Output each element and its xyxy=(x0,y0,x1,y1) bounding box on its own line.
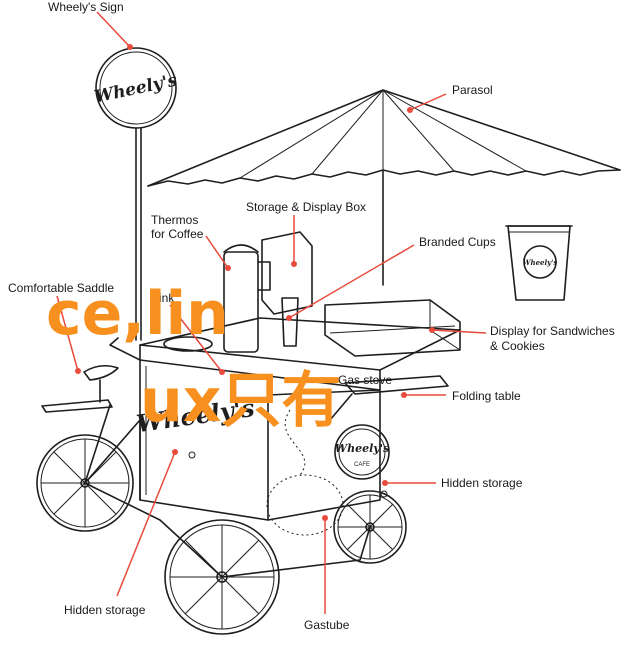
labels: Wheely's Sign Parasol Storage & Display … xyxy=(8,0,615,632)
label-display-line1: Display for Sandwiches xyxy=(490,324,615,338)
watermark-line2: ux只有 xyxy=(140,366,341,436)
label-storage-display-box: Storage & Display Box xyxy=(246,200,366,214)
parasol-illustration xyxy=(147,89,621,286)
label-branded-cups: Branded Cups xyxy=(419,235,496,249)
label-folding-table: Folding table xyxy=(452,389,521,403)
saddle-illustration xyxy=(41,364,119,413)
label-hidden-storage-left: Hidden storage xyxy=(64,603,146,617)
cart-illustration: Wheely's Wheely's CAFE xyxy=(109,231,461,536)
sign-logo: Wheely's xyxy=(93,70,180,107)
cup-logo: Wheely's xyxy=(523,258,558,267)
label-sink: Sink xyxy=(151,291,175,305)
label-comfortable-saddle: Comfortable Saddle xyxy=(8,281,114,295)
label-gas-stove: Gas stove xyxy=(338,373,392,387)
label-hidden-storage-right: Hidden storage xyxy=(441,476,523,490)
label-thermos-line2: for Coffee xyxy=(151,227,204,241)
label-parasol: Parasol xyxy=(452,83,493,97)
watermark-line1: ce,lin xyxy=(46,279,229,349)
label-display-line2: & Cookies xyxy=(490,339,545,353)
leader-lines xyxy=(56,11,487,614)
badge-logo: Wheely's xyxy=(335,442,389,455)
branded-cup-illustration: Wheely's xyxy=(505,225,573,301)
label-thermos-line1: Thermos xyxy=(151,213,198,227)
watermark: ce,lin ux只有 xyxy=(46,279,341,436)
label-gastube: Gastube xyxy=(304,618,350,632)
badge-cafe: CAFE xyxy=(354,462,370,468)
wheels-illustration xyxy=(36,404,407,635)
label-wheelys-sign: Wheely's Sign xyxy=(48,0,124,14)
